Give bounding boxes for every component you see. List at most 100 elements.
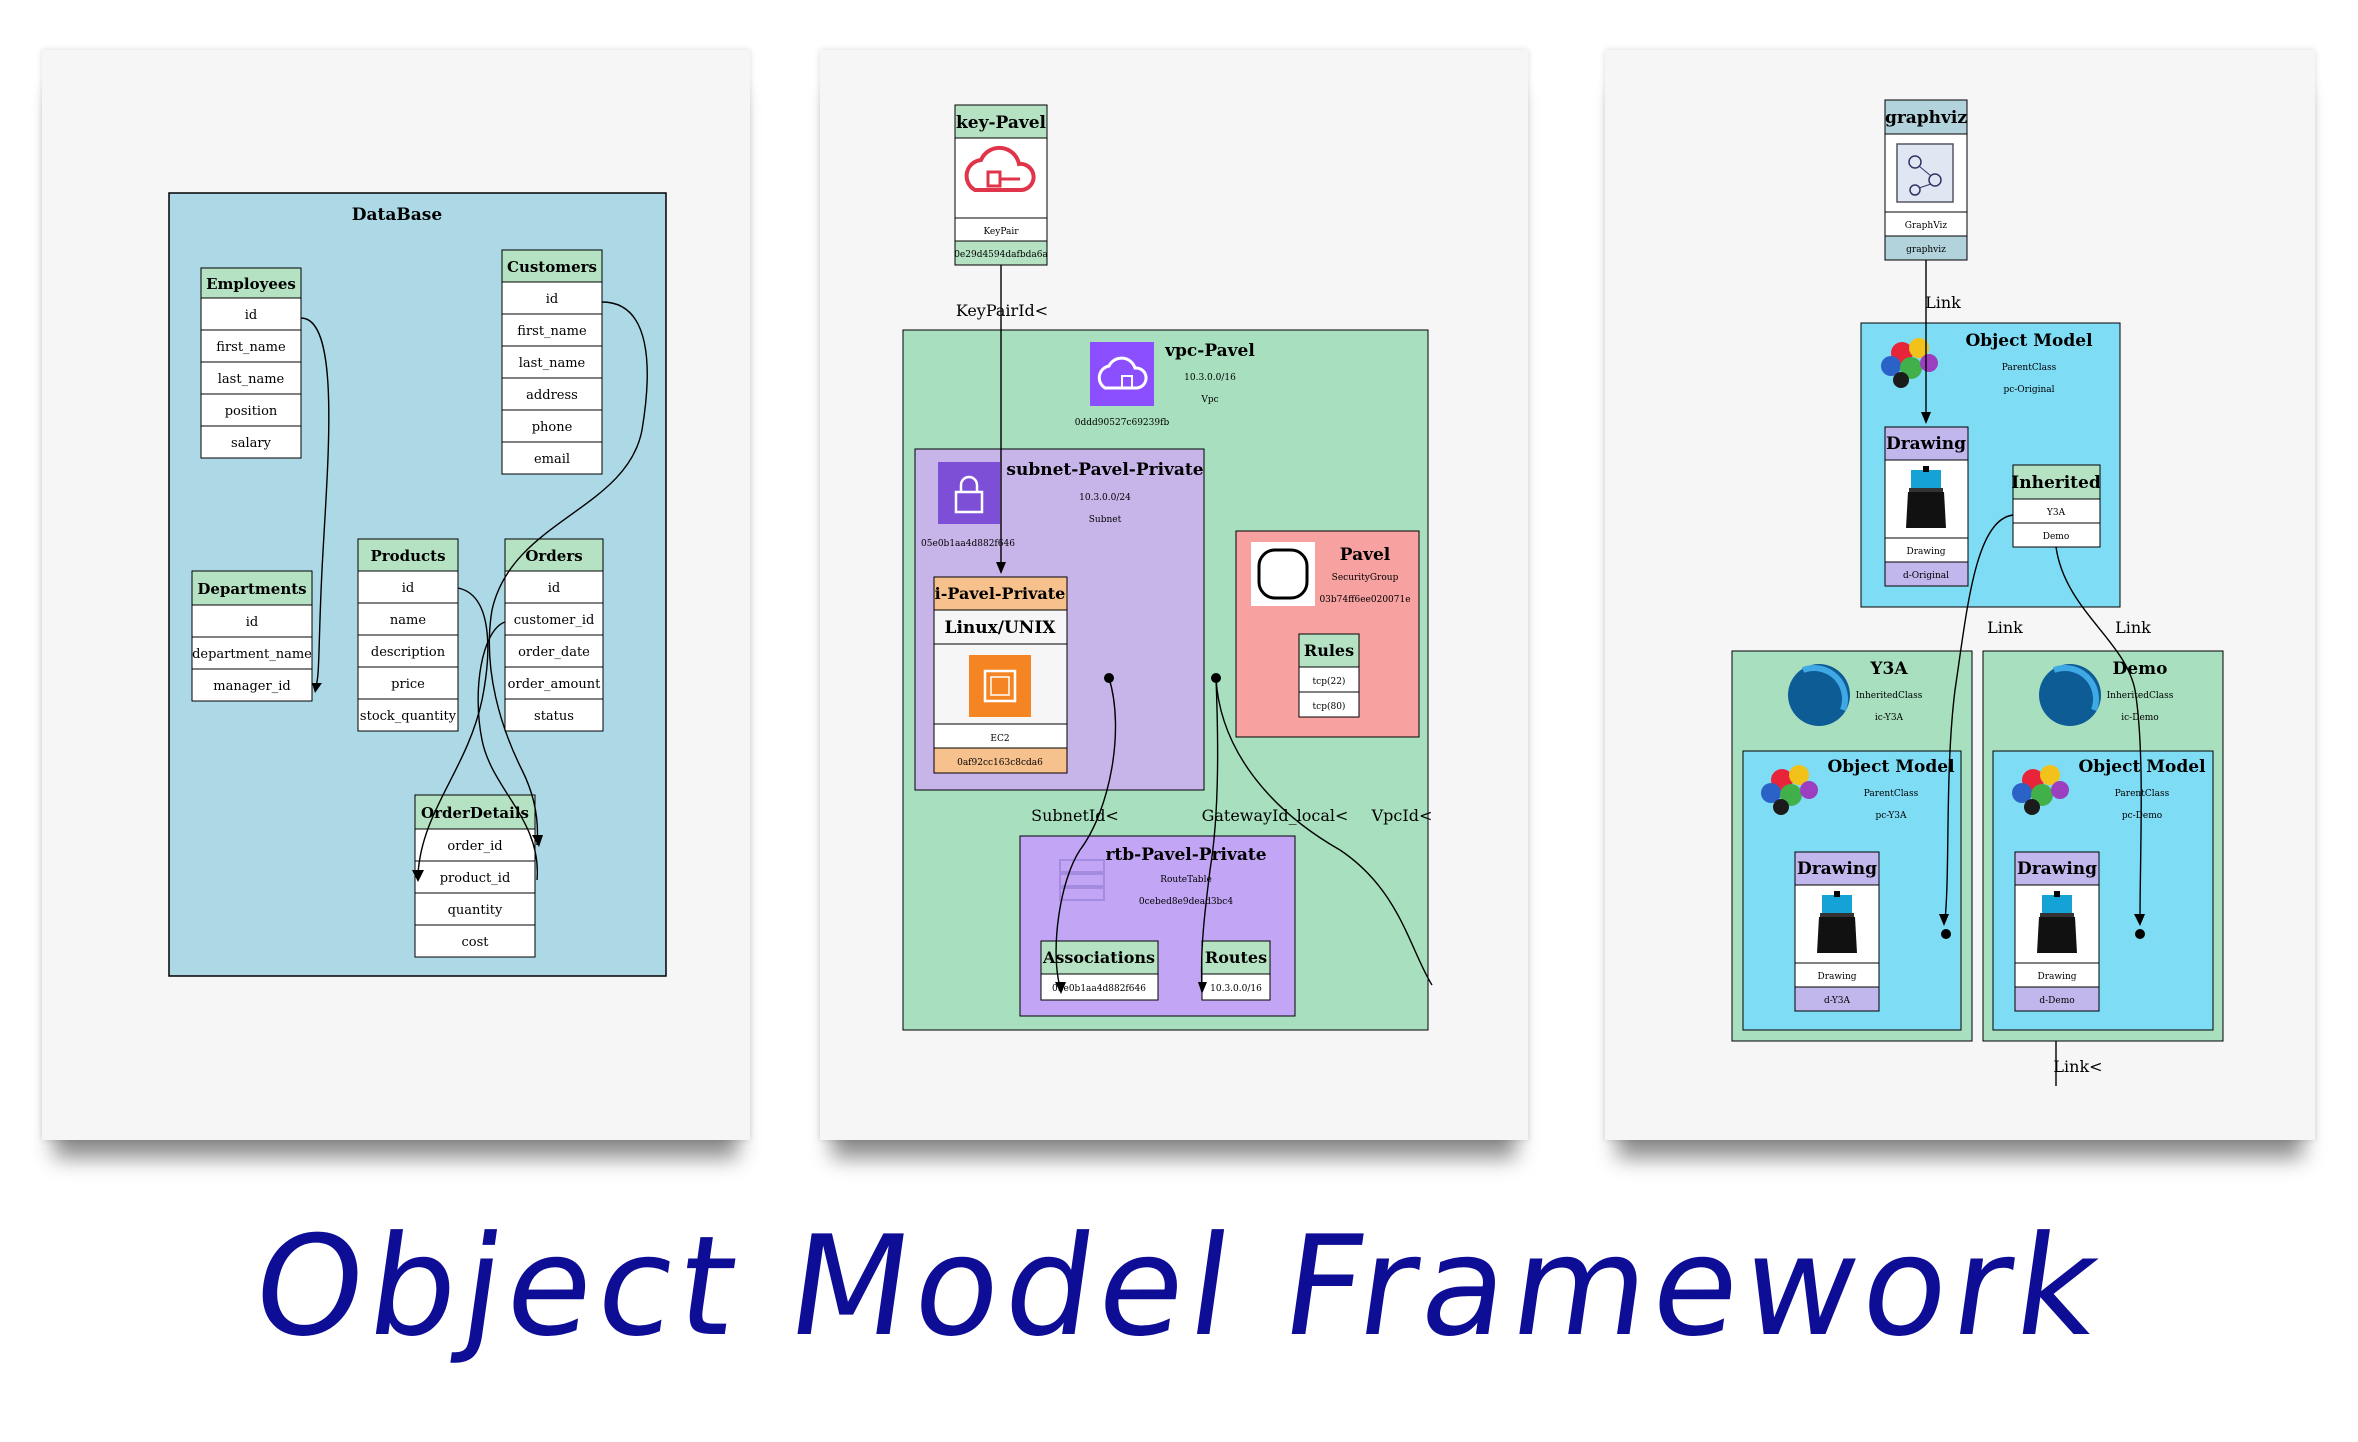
table-field: email bbox=[534, 452, 570, 467]
y3a-class: InheritedClass bbox=[1856, 691, 1923, 701]
root-drawing-type: Drawing bbox=[1906, 547, 1945, 557]
table-field: order_date bbox=[518, 645, 590, 660]
table-field: address bbox=[526, 388, 578, 403]
object-model-edges bbox=[1925, 260, 2142, 1086]
edge-orders-orderdetails bbox=[477, 621, 538, 881]
inherited-row: Demo bbox=[2043, 532, 2070, 542]
routes-title: Routes bbox=[1205, 948, 1267, 967]
ec2-id: 0af92cc163c8cda6 bbox=[957, 758, 1043, 768]
vpc-title: vpc-Pavel bbox=[1164, 341, 1255, 361]
table-field: manager_id bbox=[213, 679, 290, 694]
object-model-diagram: graphviz GraphViz graphviz Object Model … bbox=[1731, 99, 2224, 1086]
aws-diagram: key-Pavel KeyPair 0e29d4594dafbda6a vpc-… bbox=[902, 104, 1433, 1031]
security-group-title: Pavel bbox=[1340, 545, 1391, 565]
vpc-id: 0ddd90527c69239fb bbox=[1075, 418, 1170, 428]
subnet-id: 05e0b1aa4d882f646 bbox=[921, 539, 1015, 549]
edge-label-keypair: KeyPairId< bbox=[956, 301, 1048, 320]
demo-class: InheritedClass bbox=[2107, 691, 2174, 701]
demo-sphere-icon bbox=[2039, 664, 2101, 726]
inherited-title: Inherited bbox=[2011, 473, 2101, 493]
route-table-id: 0cebed8e9dead3bc4 bbox=[1139, 897, 1233, 907]
table-field: last_name bbox=[519, 356, 586, 371]
table-field: salary bbox=[231, 436, 272, 451]
link-label-top: Link bbox=[1925, 293, 1961, 312]
ec2-type: EC2 bbox=[990, 734, 1009, 744]
brush-icon bbox=[1906, 466, 1946, 528]
arrowhead bbox=[2134, 914, 2145, 926]
root-om-title: Object Model bbox=[1965, 331, 2093, 351]
table-field: cost bbox=[461, 935, 489, 950]
table-field: id bbox=[245, 308, 257, 323]
associations-value: 05e0b1aa4d882f646 bbox=[1052, 984, 1146, 994]
graphviz-logo-icon bbox=[1896, 143, 1954, 203]
table-title: Products bbox=[370, 547, 445, 565]
table-field: description bbox=[371, 645, 446, 660]
vpc-type: Vpc bbox=[1200, 395, 1218, 405]
graphviz-type: GraphViz bbox=[1905, 221, 1948, 231]
table-field: id bbox=[548, 581, 560, 596]
associations-node: Associations 05e0b1aa4d882f646 bbox=[1040, 940, 1159, 1001]
table-field: id bbox=[546, 292, 558, 307]
demo-om-id: pc-Demo bbox=[2122, 811, 2162, 821]
y3a-id: ic-Y3A bbox=[1875, 713, 1904, 723]
aws-arrowheads bbox=[996, 562, 1207, 994]
associations-title: Associations bbox=[1042, 948, 1155, 967]
edge-tail-dot bbox=[1211, 673, 1221, 683]
subnet-cidr: 10.3.0.0/24 bbox=[1079, 493, 1131, 503]
database-diagram-page: DataBase Employees id first_name last_na… bbox=[42, 50, 750, 1140]
om-arrowheads bbox=[1921, 412, 2145, 926]
table-field: position bbox=[225, 404, 278, 419]
table-field: customer_id bbox=[514, 613, 595, 628]
graphviz-node: graphviz GraphViz graphviz bbox=[1884, 99, 1968, 261]
edge-tail-dot bbox=[2135, 929, 2145, 939]
subnet-lock-icon bbox=[938, 462, 1000, 524]
subnet-type: Subnet bbox=[1089, 515, 1122, 525]
brush-icon bbox=[1817, 891, 1857, 953]
demo-drawing-node: Drawing Drawing d-Demo bbox=[2014, 851, 2100, 1012]
rule-item: tcp(22) bbox=[1313, 676, 1346, 687]
brush-icon bbox=[2037, 891, 2077, 953]
table-field: id bbox=[246, 615, 258, 630]
demo-om-title: Object Model bbox=[2078, 757, 2206, 777]
root-om-class: ParentClass bbox=[2002, 363, 2057, 373]
arrowhead bbox=[996, 562, 1006, 574]
edge-tail-dot bbox=[1941, 929, 1951, 939]
db-arrowheads bbox=[312, 683, 543, 882]
edge-subnet bbox=[1055, 677, 1117, 988]
aws-edges bbox=[1000, 265, 1433, 988]
edge-tail-dot bbox=[1104, 673, 1114, 683]
edge-employees-departments bbox=[300, 317, 330, 689]
y3a-drawing-type: Drawing bbox=[1817, 972, 1856, 982]
table-field: stock_quantity bbox=[360, 709, 457, 724]
routes-value: 10.3.0.0/16 bbox=[1210, 984, 1262, 994]
rule-item: tcp(80) bbox=[1313, 701, 1346, 712]
root-drawing-title: Drawing bbox=[1886, 434, 1966, 454]
key-pair-node: key-Pavel KeyPair 0e29d4594dafbda6a bbox=[954, 104, 1048, 266]
table-title: Departments bbox=[197, 580, 306, 598]
arrowhead bbox=[1055, 982, 1066, 994]
security-group-icon bbox=[1251, 542, 1315, 606]
table-products: Products id name description price stock… bbox=[357, 538, 459, 732]
arrowhead bbox=[1198, 982, 1207, 994]
footer-title: Object Model Framework bbox=[244, 1206, 2115, 1367]
edge-products-orderdetails bbox=[417, 587, 489, 875]
arrowhead bbox=[312, 683, 322, 693]
ec2-instance-node: i-Pavel-Private Linux/UNIX EC2 0af92cc16… bbox=[933, 576, 1068, 774]
table-field: phone bbox=[532, 420, 573, 435]
edge-gateway bbox=[1200, 677, 1219, 988]
edge-inherited-y3a bbox=[1944, 514, 2014, 921]
table-field: id bbox=[402, 581, 414, 596]
table-departments: Departments id department_name manager_i… bbox=[191, 570, 313, 702]
table-customers: Customers id first_name last_name addres… bbox=[501, 249, 603, 475]
table-field: name bbox=[390, 613, 426, 628]
link-label-right: Link bbox=[2115, 618, 2151, 637]
table-employees: Employees id first_name last_name positi… bbox=[200, 267, 302, 459]
table-field: first_name bbox=[216, 340, 286, 355]
rules-node: Rules tcp(22) tcp(80) bbox=[1298, 633, 1360, 718]
key-pair-id: 0e29d4594dafbda6a bbox=[954, 250, 1048, 260]
route-table-icon bbox=[1059, 859, 1105, 901]
security-group-type: SecurityGroup bbox=[1332, 573, 1399, 583]
arrowhead bbox=[532, 835, 543, 847]
edge-vpc bbox=[1215, 677, 1433, 986]
table-title: OrderDetails bbox=[421, 804, 529, 822]
